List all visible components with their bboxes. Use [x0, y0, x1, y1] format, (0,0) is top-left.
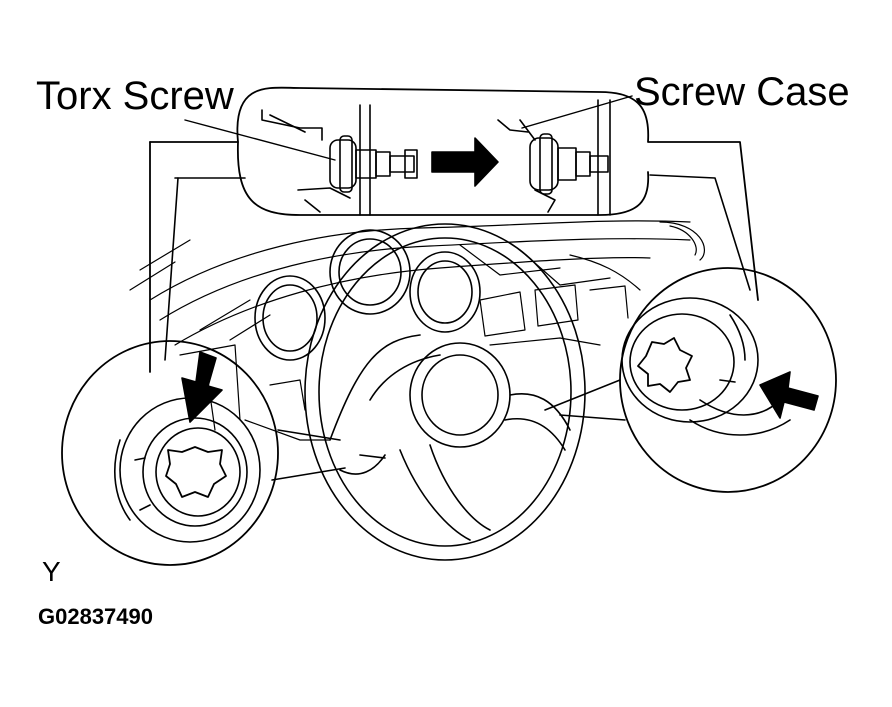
- torx-screw-label: Torx Screw: [36, 74, 234, 118]
- left-zoom-detail: [62, 341, 345, 565]
- arrow-icon: [760, 372, 818, 418]
- right-zoom-detail: [545, 268, 836, 492]
- figure-id-label: G02837490: [38, 604, 153, 629]
- arrow-icon: [182, 352, 222, 422]
- screw-case-label: Screw Case: [634, 70, 850, 114]
- torx-callout-bubble: [150, 88, 758, 372]
- arrow-icon: [432, 138, 498, 186]
- gauge-cluster: [255, 230, 480, 360]
- dashboard: [130, 221, 704, 440]
- torx-star-icon: [638, 338, 692, 392]
- leader-lines: [185, 96, 632, 160]
- steering-wheel: [305, 224, 585, 560]
- torx-star-icon: [166, 447, 226, 497]
- view-letter-label: Y: [42, 556, 61, 587]
